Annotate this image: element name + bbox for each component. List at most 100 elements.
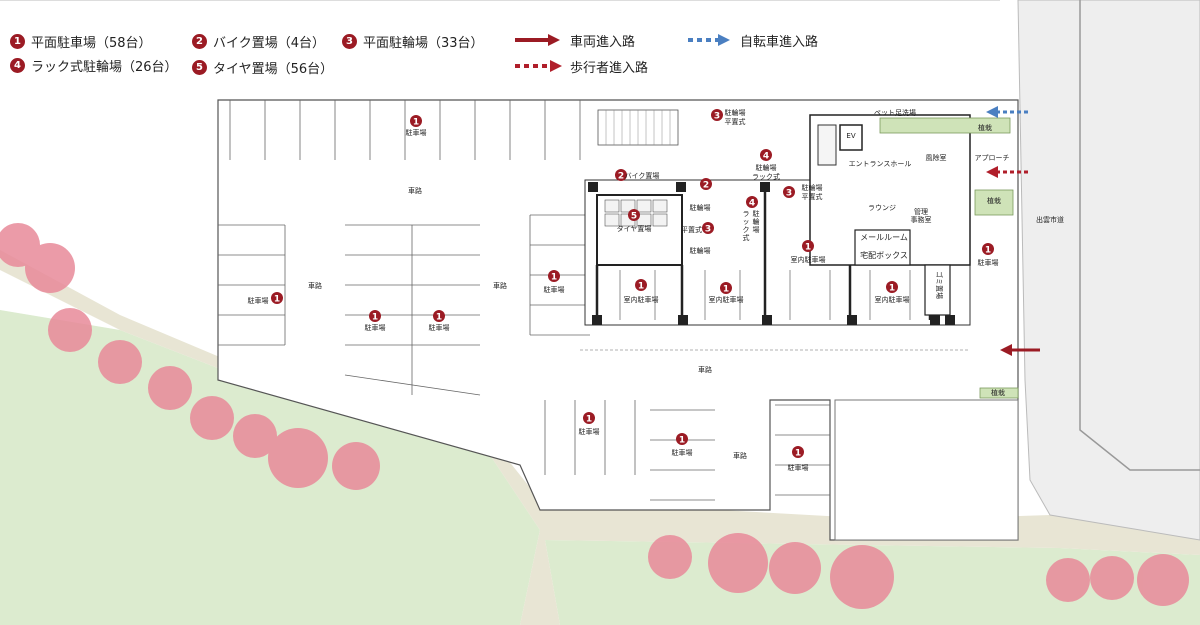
city-road-edge	[1079, 0, 1200, 471]
legend-label: バイク置場（4台）	[213, 36, 326, 51]
svg-text:1: 1	[889, 284, 895, 294]
label-road: 車路	[698, 365, 712, 374]
label-road-side: 出雲市道	[1036, 215, 1064, 224]
label-wind-room: 風除室	[926, 153, 947, 162]
label-bike-flat-2: 平置式	[802, 192, 823, 201]
parking-stalls-center	[344, 224, 481, 396]
label-indoor-parking: 室内駐車場	[709, 295, 744, 304]
indoor-stall-lines	[619, 270, 911, 320]
svg-text:3: 3	[705, 225, 711, 235]
legend-badge: 1	[10, 34, 25, 49]
legend-item-4: 4 ラック式駐輪場（26台）	[10, 56, 178, 75]
label-rack-v3: 式	[743, 233, 750, 242]
label-parking: 駐車場	[978, 258, 999, 267]
svg-text:4: 4	[749, 199, 755, 209]
label-parking: 駐車場	[365, 323, 386, 332]
label-parking: 駐車場	[788, 463, 809, 472]
svg-text:1: 1	[723, 285, 729, 295]
legend-label: タイヤ置場（56台）	[213, 62, 334, 77]
label-parking: 駐車場	[672, 448, 693, 457]
label-lounge: ラウンジ	[868, 204, 896, 212]
label-bike-rack-1: 駐輪場	[756, 163, 777, 172]
vehicle-entry-arrow	[1000, 344, 1040, 356]
svg-text:1: 1	[805, 243, 811, 253]
label-bike-area: 駐輪場	[690, 203, 711, 212]
label-parking: 駐車場	[248, 296, 269, 305]
parking-stalls-left	[218, 224, 286, 346]
legend-vehicle-route: 車両進入路	[570, 31, 635, 50]
label-tire: タイヤ置場	[617, 224, 652, 233]
legend-label: ラック式駐輪場（26台）	[31, 60, 178, 75]
pedestrian-route-arrow-legend	[515, 60, 562, 72]
svg-text:1: 1	[436, 313, 442, 323]
legend-bicycle-route-label: 自転車進入路	[740, 35, 819, 50]
label-bike-rack-2: ラック式	[752, 172, 780, 181]
legend-item-3: 3 平面駐輪場（33台）	[342, 32, 484, 51]
svg-text:1: 1	[551, 273, 557, 283]
stair-core	[817, 124, 837, 166]
legend-pedestrian-route-label: 歩行者進入路	[570, 61, 649, 76]
label-planting: 植栽	[987, 196, 1001, 205]
label-bike-v2: 場	[753, 225, 760, 234]
parking-stalls-right-col	[529, 214, 590, 336]
label-planting: 植栽	[991, 388, 1005, 397]
label-motorbike: バイク置場	[625, 171, 660, 180]
label-parking: 駐車場	[579, 427, 600, 436]
label-flat-type: 平置式	[681, 225, 702, 234]
legend-badge: 3	[342, 34, 357, 49]
label-entrance-hall: エントランスホール	[849, 160, 912, 168]
legend-item-1: 1 平面駐車場（58台）	[10, 32, 152, 51]
map-labels: 駐車場 駐車場 駐車場 駐車場 駐車場 駐車場 駐車場 駐車場 駐車場 室内駐車…	[248, 108, 1065, 472]
vehicle-route-arrow-legend	[515, 34, 560, 46]
parking-stalls-bottom	[544, 400, 830, 501]
label-indoor-parking: 室内駐車場	[875, 295, 910, 304]
label-bike-flat-1: 駐輪場	[725, 108, 746, 117]
legend-label: 平面駐輪場（33台）	[363, 36, 484, 51]
svg-text:1: 1	[586, 415, 592, 425]
svg-text:4: 4	[763, 152, 769, 162]
trash-room	[924, 264, 951, 316]
cherry-trees	[0, 223, 1189, 609]
label-rack-v1: ッ	[743, 218, 750, 226]
svg-text:1: 1	[274, 295, 280, 305]
legend-badge: 4	[10, 58, 25, 73]
city-road	[1017, 0, 1200, 541]
label-indoor-parking: 室内駐車場	[624, 295, 659, 304]
svg-text:2: 2	[618, 172, 624, 182]
svg-text:1: 1	[638, 282, 644, 292]
label-trash: ゴミ置場	[935, 271, 944, 299]
svg-text:1: 1	[372, 313, 378, 323]
legend-label: 平面駐車場（58台）	[31, 36, 152, 51]
svg-text:3: 3	[786, 189, 792, 199]
legend-pedestrian-route: 歩行者進入路	[570, 57, 648, 76]
label-road: 車路	[408, 186, 422, 195]
svg-text:2: 2	[703, 181, 709, 191]
svg-text:1: 1	[795, 449, 801, 459]
label-admin-room-2: 事務室	[911, 215, 932, 224]
label-pet-wash: ペット足洗場	[874, 108, 916, 117]
ev-shaft	[839, 124, 863, 151]
label-road: 車路	[308, 281, 322, 290]
planting-bottom	[979, 387, 1019, 399]
pedestrian-entry-arrow	[986, 166, 1028, 178]
label-ev: EV	[846, 132, 855, 140]
bicycle-route-arrow-legend	[688, 34, 730, 46]
legend-item-2: 2 バイク置場（4台）	[192, 32, 325, 51]
label-road: 車路	[493, 281, 507, 290]
label-bike-v0: 駐	[753, 209, 760, 218]
label-parking: 駐車場	[406, 128, 427, 137]
svg-text:1: 1	[985, 246, 991, 256]
planting-top	[879, 117, 1011, 134]
label-parking: 駐車場	[544, 285, 565, 294]
label-approach: アプローチ	[975, 154, 1010, 162]
svg-text:1: 1	[413, 118, 419, 128]
label-rack-v0: ラ	[743, 210, 750, 218]
label-planting: 植栽	[978, 123, 992, 132]
map-badges: 1 1 1 1 1 1 1 1 1 1 1 1 1 2 2 3 3 3 4 4 …	[271, 109, 994, 459]
bike-slots-north	[605, 110, 671, 145]
label-delivery-box: 宅配ボックス	[860, 250, 908, 260]
parking-stalls-top	[229, 100, 581, 160]
legend-bicycle-route: 自転車進入路	[740, 31, 818, 50]
label-mail-room: メールルーム	[860, 233, 908, 242]
